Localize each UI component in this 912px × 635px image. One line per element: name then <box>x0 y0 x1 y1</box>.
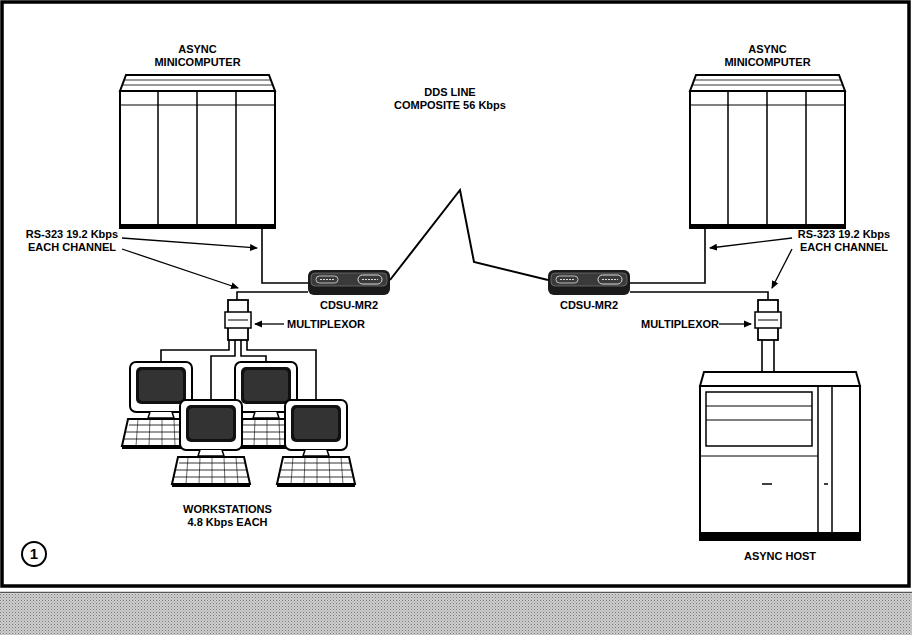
multiplexor: MULTIPLEXOR <box>225 300 251 340</box>
interface-note: RS-323 19.2 Kbps EACH CHANNEL <box>24 228 120 254</box>
wire-connector <box>161 340 316 400</box>
wire-connector <box>630 228 705 283</box>
node-label: ASYNC HOST <box>744 550 816 563</box>
node-label: WORKSTATIONS 4.8 Kbps EACH <box>178 503 278 529</box>
async-host: ASYNC HOST <box>700 372 860 540</box>
line-label: DDS LINE COMPOSITE 56 Kbps <box>392 86 508 112</box>
node-label: CDSU-MR2 <box>560 299 618 312</box>
node-label: CDSU-MR2 <box>320 299 378 312</box>
cdsu-unit: CDSU-MR2 <box>548 270 630 295</box>
callout-number: 1 <box>21 541 47 567</box>
minicomputer: ASYNC MINICOMPUTER <box>120 75 275 228</box>
wire-connector <box>630 292 768 300</box>
node-label: MULTIPLEXOR <box>641 318 719 331</box>
workstation-group: WORKSTATIONS 4.8 Kbps EACH <box>100 360 355 497</box>
wire-connector <box>262 228 308 283</box>
wire-connector <box>762 340 774 372</box>
node-label: MULTIPLEXOR <box>287 318 365 331</box>
dds-line <box>390 190 548 280</box>
interface-note: RS-323 19.2 Kbps EACH CHANNEL <box>796 228 892 254</box>
node-label: ASYNC MINICOMPUTER <box>152 43 244 69</box>
multiplexor: MULTIPLEXOR <box>755 300 781 340</box>
cdsu-unit: CDSU-MR2 <box>308 270 390 295</box>
node-label: ASYNC MINICOMPUTER <box>722 43 814 69</box>
minicomputer: ASYNC MINICOMPUTER <box>690 75 845 228</box>
wire-connector <box>237 292 308 300</box>
